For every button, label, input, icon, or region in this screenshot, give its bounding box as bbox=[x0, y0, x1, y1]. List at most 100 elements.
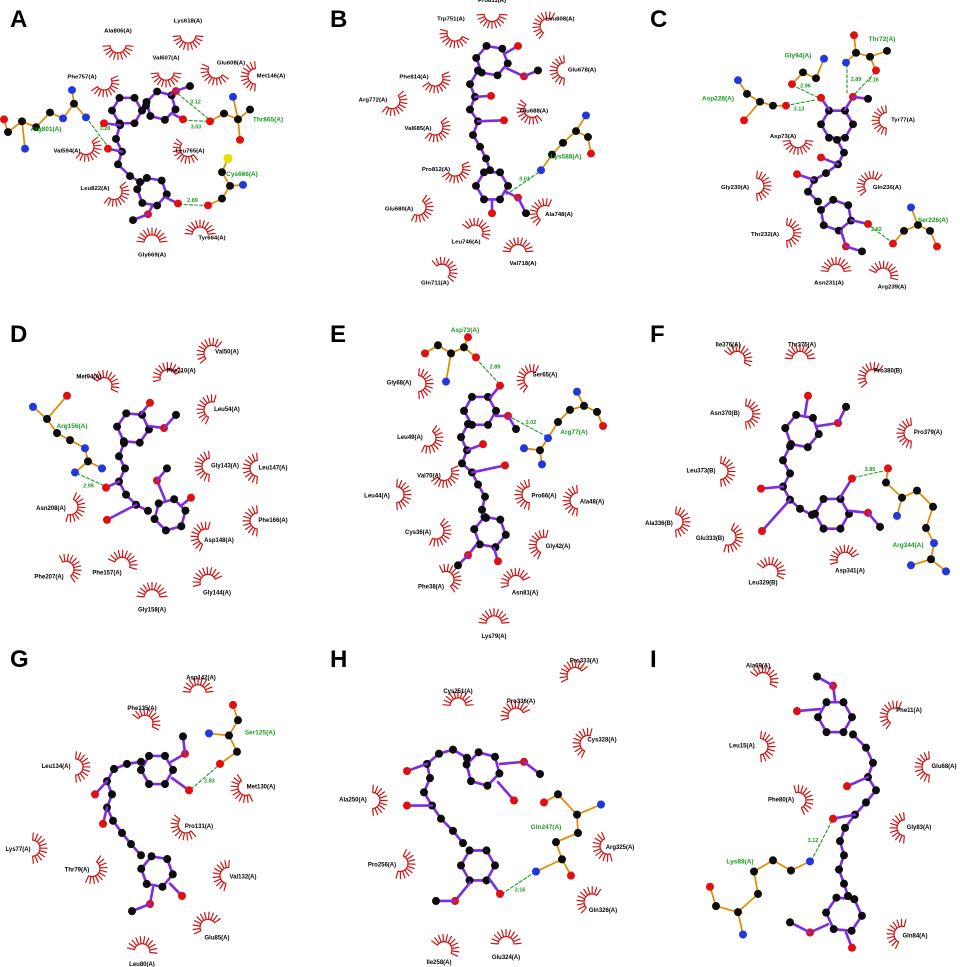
contact-arc: Val50(A) bbox=[196, 337, 239, 364]
svg-text:Lys588(A): Lys588(A) bbox=[551, 154, 582, 161]
contact-arc: Gly158(A) bbox=[136, 581, 168, 614]
svg-text:Gln711(A): Gln711(A) bbox=[421, 281, 449, 287]
svg-text:Leu49(A): Leu49(A) bbox=[397, 435, 423, 441]
svg-text:Lys618(A): Lys618(A) bbox=[174, 19, 202, 25]
svg-text:Val685(A): Val685(A) bbox=[405, 126, 432, 132]
svg-text:Phe207(A): Phe207(A) bbox=[34, 574, 63, 580]
svg-text:2.85: 2.85 bbox=[865, 467, 876, 473]
panel-b: B Pro811(A)Trp751(A)Leu808(A)Phe814(A)Gl… bbox=[320, 0, 640, 315]
hydrogen-bond: 2.83 bbox=[190, 765, 219, 790]
contact-arc: Asp142(A) bbox=[182, 676, 216, 693]
svg-text:Asn231(A): Asn231(A) bbox=[814, 281, 844, 287]
contact-arc: Met94(A) bbox=[76, 369, 120, 393]
svg-text:Phe38(A): Phe38(A) bbox=[418, 585, 444, 591]
hbond-residue: Lys88(A) bbox=[706, 856, 814, 939]
contact-arc: Glu85(A) bbox=[192, 911, 230, 942]
contact-arc: Ala69(A) bbox=[746, 663, 779, 688]
contact-arc: Tyr664(A) bbox=[184, 219, 226, 242]
hydrogen-bond: 2.99 bbox=[76, 472, 105, 490]
svg-text:Pro336(A): Pro336(A) bbox=[507, 699, 535, 705]
svg-text:Leu134(A): Leu134(A) bbox=[42, 764, 71, 770]
contact-arc: Leu822(A) bbox=[81, 181, 130, 207]
hydrogen-bond: 2.16 bbox=[853, 71, 879, 96]
ligand bbox=[91, 732, 193, 916]
hydrogen-bond: 3.03 bbox=[183, 119, 209, 131]
svg-text:Asp73(A): Asp73(A) bbox=[451, 327, 479, 334]
svg-text:Pro811(A): Pro811(A) bbox=[478, 0, 506, 4]
svg-text:Glu608(A): Glu608(A) bbox=[217, 61, 245, 67]
panel-letter-g: G bbox=[10, 646, 29, 673]
svg-text:Ser65(A): Ser65(A) bbox=[533, 373, 558, 379]
svg-text:2.83: 2.83 bbox=[204, 779, 215, 785]
contact-arc: Leu329(B) bbox=[749, 556, 786, 586]
svg-text:Gln326(A): Gln326(A) bbox=[589, 908, 617, 914]
contact-arc: Leu134(A) bbox=[42, 751, 91, 783]
svg-text:3.28: 3.28 bbox=[100, 126, 111, 132]
svg-text:Ala806(A): Ala806(A) bbox=[104, 28, 132, 34]
svg-text:Leu822(A): Leu822(A) bbox=[81, 186, 110, 192]
contact-arc: Leu373(B) bbox=[687, 455, 736, 488]
svg-text:Leu15(A): Leu15(A) bbox=[729, 744, 755, 750]
contact-arc: Gly230(A) bbox=[721, 170, 772, 202]
hbond-residue: Thr72(A) bbox=[842, 31, 895, 75]
contact-arc: Val685(A) bbox=[405, 117, 451, 143]
contact-arc: Phe166(A) bbox=[242, 505, 288, 537]
contact-arc: Leu80(A) bbox=[126, 936, 158, 967]
svg-text:Thr375(A): Thr375(A) bbox=[788, 342, 816, 348]
contact-arc: Gly143(A) bbox=[194, 450, 239, 483]
svg-text:Pro333(A): Pro333(A) bbox=[570, 658, 598, 664]
svg-text:3.12: 3.12 bbox=[190, 100, 201, 106]
contact-arc: Thr232(A) bbox=[751, 217, 802, 249]
contact-arc: Asp341(A) bbox=[829, 544, 865, 574]
svg-text:Asn370(B): Asn370(B) bbox=[710, 411, 740, 417]
svg-text:Phe11(A): Phe11(A) bbox=[896, 708, 922, 714]
ligand bbox=[793, 92, 872, 256]
svg-text:Phe135(A): Phe135(A) bbox=[127, 706, 156, 712]
contact-arc: Gly669(A) bbox=[136, 227, 168, 258]
svg-text:Glu680(A): Glu680(A) bbox=[385, 206, 413, 212]
svg-text:2.16: 2.16 bbox=[868, 78, 879, 84]
contact-arc: Arg239(A) bbox=[868, 260, 906, 291]
contact-arc: Ile258(A) bbox=[427, 933, 460, 966]
svg-text:Ala748(A): Ala748(A) bbox=[545, 212, 573, 218]
contact-arc: Pro812(A) bbox=[422, 161, 471, 184]
svg-text:Phe166(A): Phe166(A) bbox=[258, 518, 287, 524]
svg-text:2.99: 2.99 bbox=[83, 484, 94, 490]
contact-arc: Pro811(A) bbox=[476, 0, 508, 29]
svg-text:3.12: 3.12 bbox=[808, 838, 819, 844]
svg-text:Thr232(A): Thr232(A) bbox=[751, 232, 779, 238]
contact-arc: Asn81(A) bbox=[500, 567, 538, 597]
panel-letter-d: D bbox=[10, 321, 28, 348]
contact-arc: Met146(A) bbox=[240, 61, 285, 92]
contact-arc: Lys77(A) bbox=[5, 832, 48, 864]
contact-arc: Leu44(A) bbox=[364, 478, 412, 511]
hydrogen-bond: 2.89 bbox=[846, 64, 861, 95]
contact-arc: Gly68(A) bbox=[387, 367, 434, 400]
svg-text:3.01: 3.01 bbox=[519, 177, 530, 183]
svg-text:3.16: 3.16 bbox=[515, 887, 526, 893]
hydrogen-bond: 3.01 bbox=[505, 171, 540, 196]
svg-text:3.02: 3.02 bbox=[526, 420, 537, 426]
svg-text:Glu68(A): Glu68(A) bbox=[932, 764, 957, 770]
contact-arc: Cys36(A) bbox=[405, 517, 452, 547]
ligplot-diagram-d: Val50(A)Phe210(A)Met94(A)Leu54(A)Gly143(… bbox=[29, 337, 288, 614]
svg-text:Cys36(A): Cys36(A) bbox=[405, 530, 431, 536]
ligplot-diagram-e: Gly68(A)Ser65(A)Leu49(A)Val70(A)Leu44(A)… bbox=[364, 327, 607, 640]
svg-text:Leu54(A): Leu54(A) bbox=[214, 407, 240, 413]
hbond-residue: Ser226(A) bbox=[889, 203, 948, 251]
ligand bbox=[757, 391, 884, 536]
svg-text:Glu85(A): Glu85(A) bbox=[205, 936, 230, 942]
svg-text:Thr79(A): Thr79(A) bbox=[65, 868, 90, 874]
panel-letter-i: I bbox=[650, 646, 657, 673]
ligplot-diagram-h: Pro333(A)Cys251(A)Pro336(A)Cys328(A)Ala2… bbox=[339, 658, 634, 966]
svg-text:Val50(A): Val50(A) bbox=[215, 349, 239, 355]
svg-text:Lys77(A): Lys77(A) bbox=[5, 847, 30, 853]
svg-text:Gly669(A): Gly669(A) bbox=[138, 252, 166, 258]
contact-arc: Arg325(A) bbox=[592, 831, 634, 862]
contact-arc: Arg772(A) bbox=[359, 90, 408, 116]
contact-arc: Pro336(A) bbox=[500, 699, 535, 721]
hydrogen-bond: 2.82 bbox=[869, 225, 892, 243]
contact-arc: Gln711(A) bbox=[421, 256, 458, 287]
ligand bbox=[100, 82, 194, 225]
